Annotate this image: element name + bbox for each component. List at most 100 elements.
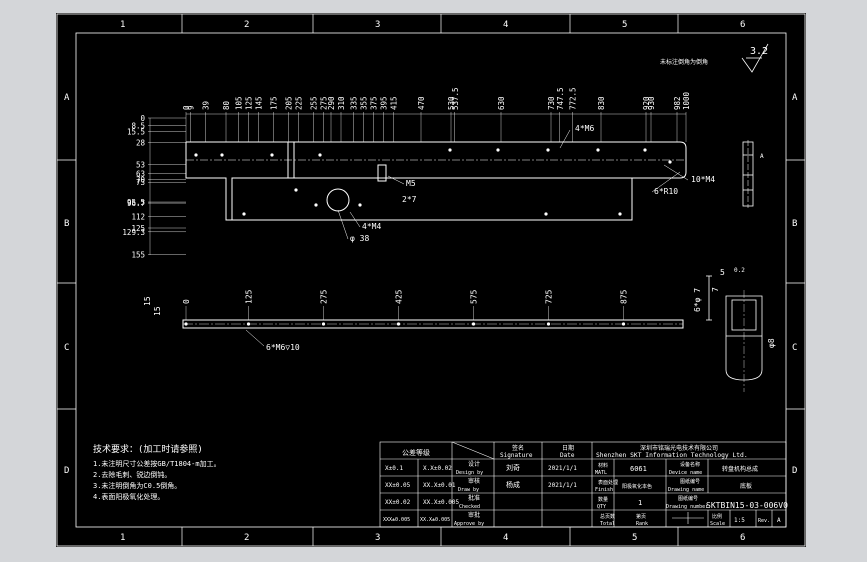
col-label-top: 3 (375, 20, 380, 30)
notes-line: 2.去除毛刺、锐边倒钝。 (93, 470, 171, 479)
side-hole (471, 322, 476, 326)
zone-ticks (57, 14, 805, 546)
dim-label: 205 (285, 96, 294, 110)
date-header-cn: 日期 (562, 444, 574, 452)
side-hole (546, 322, 551, 326)
dim-label: 930 (647, 96, 656, 110)
col-label-bottom: 2 (244, 533, 249, 543)
dim-label: 425 (395, 289, 404, 304)
tolerance-value: X.X±0.02 (423, 465, 452, 472)
total-label-cn: 总页数 (600, 513, 615, 520)
dim-label: 630 (497, 96, 506, 110)
finish-value: 阳极氧化本色 (622, 483, 652, 490)
roughness-value: 3.2 (750, 46, 768, 57)
dim-label: 105 (235, 96, 244, 110)
dim-label: 255 (310, 96, 319, 110)
plate-outline (186, 141, 687, 221)
dim-label: 15.5 (127, 128, 145, 137)
tolerance-value: XX±0.05 (385, 482, 411, 489)
col-label-top: 6 (740, 20, 745, 30)
col-label-bottom: 1 (120, 533, 125, 543)
tolerance-value: XXX±0.005 (383, 517, 410, 523)
tolerance-value: XX.X±0.005 (423, 499, 460, 506)
tolerance-value: XX±0.02 (385, 499, 411, 506)
dim-label: 73 (136, 178, 145, 187)
tolerance-value: X±0.1 (385, 465, 403, 472)
col-label-top: 1 (120, 20, 125, 30)
dim-label: 9 (187, 105, 196, 110)
role-label-cn: 批准 (468, 494, 480, 502)
qty-label-cn: 数量 (598, 496, 608, 503)
dim-label: 225 (295, 96, 304, 110)
outer-border (56, 13, 806, 547)
dim-label: 275 (320, 96, 329, 110)
signature-header-en: Signature (500, 452, 533, 459)
signature-header-cn: 签名 (512, 444, 524, 452)
dim-label: 80 (222, 100, 231, 110)
rev-value: A (777, 517, 781, 524)
dim-label: 730 (547, 96, 556, 110)
rank-label-cn: 第页 (636, 513, 646, 520)
material-label-en: MATL (595, 470, 607, 476)
side-hole (246, 322, 251, 326)
col-label-bottom: 4 (503, 533, 508, 543)
dim-label: 63 (136, 169, 145, 178)
role-label-cn: 审批 (468, 511, 480, 519)
dim-label: 155 (131, 250, 145, 259)
tolerance-value: XX.X±0.01 (423, 482, 456, 489)
title-block (379, 441, 787, 528)
sign-date: 2021/1/1 (548, 482, 577, 489)
section-dim-side: 6*φ 7 (693, 288, 702, 312)
total-label-en: Total (600, 521, 615, 527)
material-label-cn: 材料 (598, 462, 608, 469)
section-view (706, 275, 763, 392)
dim-label: 145 (255, 96, 264, 110)
projection-symbol (672, 512, 704, 524)
row-label-right: B (792, 219, 797, 229)
scale-value: 1:5 (734, 517, 745, 524)
dim-label: 112 (131, 213, 145, 222)
slot-b (377, 164, 387, 182)
col-label-bottom: 6 (740, 533, 745, 543)
side-hole (184, 322, 188, 326)
surface-roughness-mark (741, 43, 769, 73)
technical-notes: 技术要求：(加工时请参照) 1.未注明尺寸公差按GB/T1804-m加工。 2.… (93, 443, 221, 501)
note-m5: M5 (406, 179, 416, 188)
dim-label: 175 (270, 96, 279, 110)
col-label-top: 2 (244, 20, 249, 30)
note-hole-2: 2*7 (402, 195, 417, 204)
rev-label: Rev. (758, 518, 770, 524)
side-view (182, 319, 684, 329)
role-label-cn: 审核 (468, 477, 480, 485)
section-dim-seven: 7 (711, 287, 720, 292)
top-view (185, 141, 687, 221)
dim-label: 747.5 (556, 87, 565, 110)
role-label-en: Approve by (454, 521, 484, 527)
section-dim-tol: 0.2 (734, 267, 745, 274)
notes-line: 3.未注明倒角为C0.5倒角。 (93, 481, 181, 490)
qty-value: 1 (638, 499, 642, 507)
section-dim-top: 5 (720, 268, 725, 277)
note-bore: φ 38 (350, 234, 369, 243)
note-holes-a: 4*M6 (575, 124, 594, 133)
part-label: 底板 (740, 482, 752, 490)
drawing-label-cn: 图纸编号 (680, 478, 700, 485)
note-hole-4: 4*M4 (362, 222, 381, 231)
device-label-en: Device name (669, 470, 702, 476)
company-en: Shenzhen SKT Information Technology Ltd. (596, 452, 748, 459)
section-dim-dia: φ8 (767, 338, 776, 348)
dim-label: 875 (620, 289, 629, 304)
side-dim-left: 15 (143, 296, 152, 306)
dim-label: 70 (136, 176, 146, 185)
side-hole (321, 322, 326, 326)
dim-label: 1000 (682, 91, 691, 110)
side-dim-left: 15 (153, 306, 162, 316)
dim-label: 772.5 (568, 87, 577, 110)
dim-label: 982 (673, 96, 682, 110)
dim-label: 355 (360, 96, 369, 110)
device-label-cn: 设备名称 (680, 461, 700, 468)
note-r10: 6*R10 (654, 187, 678, 196)
